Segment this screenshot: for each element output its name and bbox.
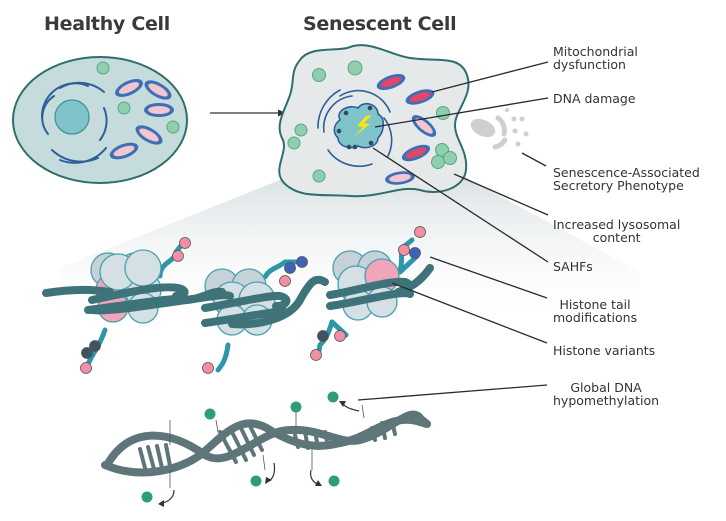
leader-lines — [357, 61, 549, 401]
sasp-secretions — [470, 108, 529, 150]
lightning-icon — [354, 115, 372, 137]
methyl-groups — [141, 391, 340, 503]
mitochondria-senescent — [376, 74, 437, 185]
senescent-cell — [278, 44, 470, 198]
healthy-cell — [12, 56, 188, 184]
chromatin — [42, 226, 434, 374]
histone-marks — [80, 226, 426, 374]
label-sahfs: SAHFs — [553, 259, 593, 274]
transition-arrow — [210, 109, 286, 117]
label-histone-variants: Histone variants — [553, 343, 656, 358]
label-global-dna-hypomethylation: Global DNA hypomethylation — [553, 380, 660, 408]
label-mitochondrial-dysfunction: Mitochondrial dysfunction — [553, 44, 638, 72]
methyl-arrows — [161, 403, 360, 504]
nucleus-healthy — [54, 99, 90, 135]
label-dna-damage: DNA damage — [553, 91, 636, 106]
label-histone-tail-modifications: Histone tail modifications — [553, 297, 638, 325]
senescent-cell-title: Senescent Cell — [303, 13, 457, 35]
healthy-cell-title: Healthy Cell — [44, 13, 170, 35]
sahf-dots — [336, 105, 374, 150]
label-sasp: Senescence-Associated Secretory Phenotyp… — [553, 165, 700, 193]
mitochondria-healthy — [109, 79, 174, 160]
label-lysosomal-content: Increased lysosomal content — [553, 217, 681, 245]
dna-helix — [101, 391, 431, 507]
lysosomes-senescent — [287, 60, 457, 183]
lysosomes-healthy — [96, 61, 180, 134]
